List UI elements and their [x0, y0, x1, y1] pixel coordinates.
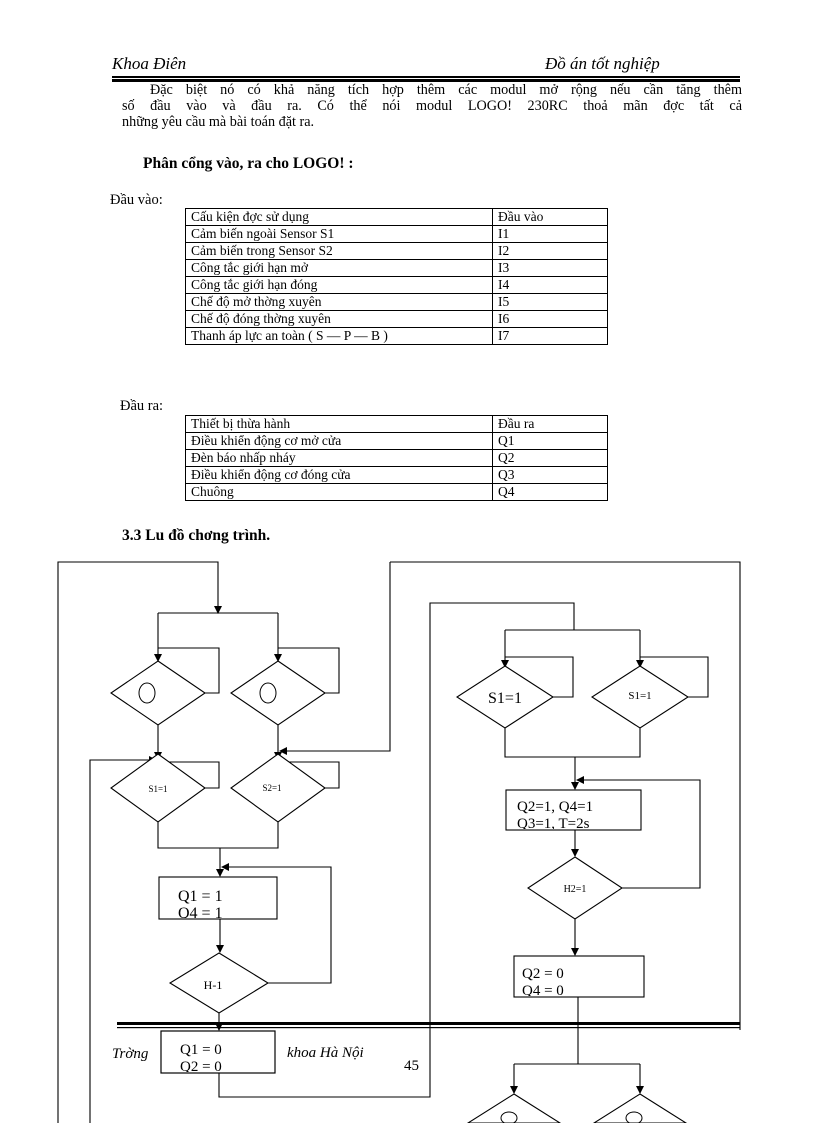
table-cell: Chế độ mở thờng xuyên	[185, 293, 493, 311]
table-cell: Điều khiển động cơ mở cửa	[185, 432, 493, 450]
page-number: 45	[404, 1058, 419, 1074]
connector-line	[390, 561, 741, 1030]
outputs-label: Đầu ra:	[120, 398, 164, 414]
paragraph-line: Đặc biệt nó có khả năng tích hợp thêm cá…	[150, 82, 742, 98]
decision-diamond	[230, 660, 326, 726]
intro-paragraph: Đặc biệt nó có khả năng tích hợp thêm cá…	[122, 82, 742, 130]
process-box	[158, 876, 278, 920]
connector-line	[157, 822, 279, 849]
zero-symbol-icon	[259, 682, 277, 704]
decision-diamond	[466, 1093, 562, 1123]
outputs-table: Thiết bị thừa hành Đầu ra Điều khiển độn…	[185, 415, 608, 501]
process-box	[505, 789, 642, 831]
zero-symbol-icon	[138, 682, 156, 704]
box-label: Q4 = 1	[178, 905, 223, 922]
table-cell: Đầu vào	[492, 208, 608, 226]
loop-line	[158, 647, 220, 694]
table-cell: I7	[492, 327, 608, 345]
connector-line	[57, 561, 222, 1123]
header-left: Khoa Điên	[112, 54, 187, 73]
decision-diamond	[592, 1093, 688, 1123]
table-cell: Chuông	[185, 483, 493, 501]
footer-rule-thick	[117, 1022, 740, 1025]
process-box	[513, 955, 645, 998]
connector-line	[279, 562, 391, 755]
table-cell: Thiết bị thừa hành	[185, 415, 493, 433]
box-label: Q2 = 0	[522, 966, 564, 982]
loop-line	[221, 863, 332, 984]
diamond-label: S1=1	[148, 784, 167, 794]
io-heading: Phân cổng vào, ra cho LOGO! :	[143, 155, 354, 172]
connector-line	[504, 728, 641, 758]
loop-line	[158, 761, 220, 789]
connector-line	[218, 602, 575, 1098]
header-right: Đồ án tốt nghiệp	[545, 54, 660, 73]
header-rule-thick	[112, 79, 740, 82]
table-cell: Q4	[492, 483, 608, 501]
table-cell: Thanh áp lực an toàn ( S — P — B )	[185, 327, 493, 345]
table-cell: Cảm biến ngoài Sensor S1	[185, 225, 493, 243]
loop-line	[576, 776, 701, 889]
box-label: Q4 = 0	[522, 983, 564, 999]
inputs-table: Cấu kiện đợc sử dụng Đầu vào Cảm biến ng…	[185, 208, 608, 345]
box-label: Q1 = 0	[180, 1042, 222, 1058]
inputs-label: Đầu vào:	[110, 192, 163, 208]
loop-line	[640, 656, 709, 698]
zero-symbol-icon	[500, 1111, 518, 1123]
footer-left: Trờng	[112, 1046, 149, 1062]
box-label: Q1 = 1	[178, 888, 223, 905]
box-label: Q3=1, T=2s	[517, 816, 590, 832]
zero-symbol-icon	[625, 1111, 643, 1123]
table-header-row: Thiết bị thừa hành Đầu ra	[185, 415, 608, 433]
footer-rule-thin	[117, 1027, 740, 1029]
diamond-label: S2=1	[262, 783, 281, 793]
table-cell: Chế độ đóng thờng xuyên	[185, 310, 493, 328]
diamond-label: S1=1	[488, 690, 522, 707]
table-cell: Công tắc giới hạn mở	[185, 259, 493, 277]
process-box-outline	[160, 1030, 276, 1074]
header-rule-thin	[112, 76, 740, 78]
loop-line	[278, 761, 340, 789]
table-row: Thanh áp lực an toàn ( S — P — B )I7	[185, 327, 608, 345]
loop-line	[505, 656, 574, 698]
paragraph-line: những yêu cầu mà bài toán đặt ra.	[122, 114, 315, 130]
paragraph-line: số đầu vào và đầu ra. Có thể nói modul L…	[122, 98, 742, 114]
loop-line	[278, 647, 340, 694]
decision-diamond	[110, 660, 206, 726]
section-title: 3.3 Lu đồ chơng trình.	[122, 527, 271, 544]
box-label: Q2 = 0	[180, 1059, 222, 1075]
diamond-label: H2=1	[564, 884, 587, 895]
box-label: Q2=1, Q4=1	[517, 799, 593, 815]
footer-middle: khoa Hà Nội	[287, 1045, 364, 1061]
connector-line	[89, 756, 157, 1123]
diamond-label: S1=1	[628, 690, 651, 702]
diamond-label: H-1	[204, 978, 223, 992]
